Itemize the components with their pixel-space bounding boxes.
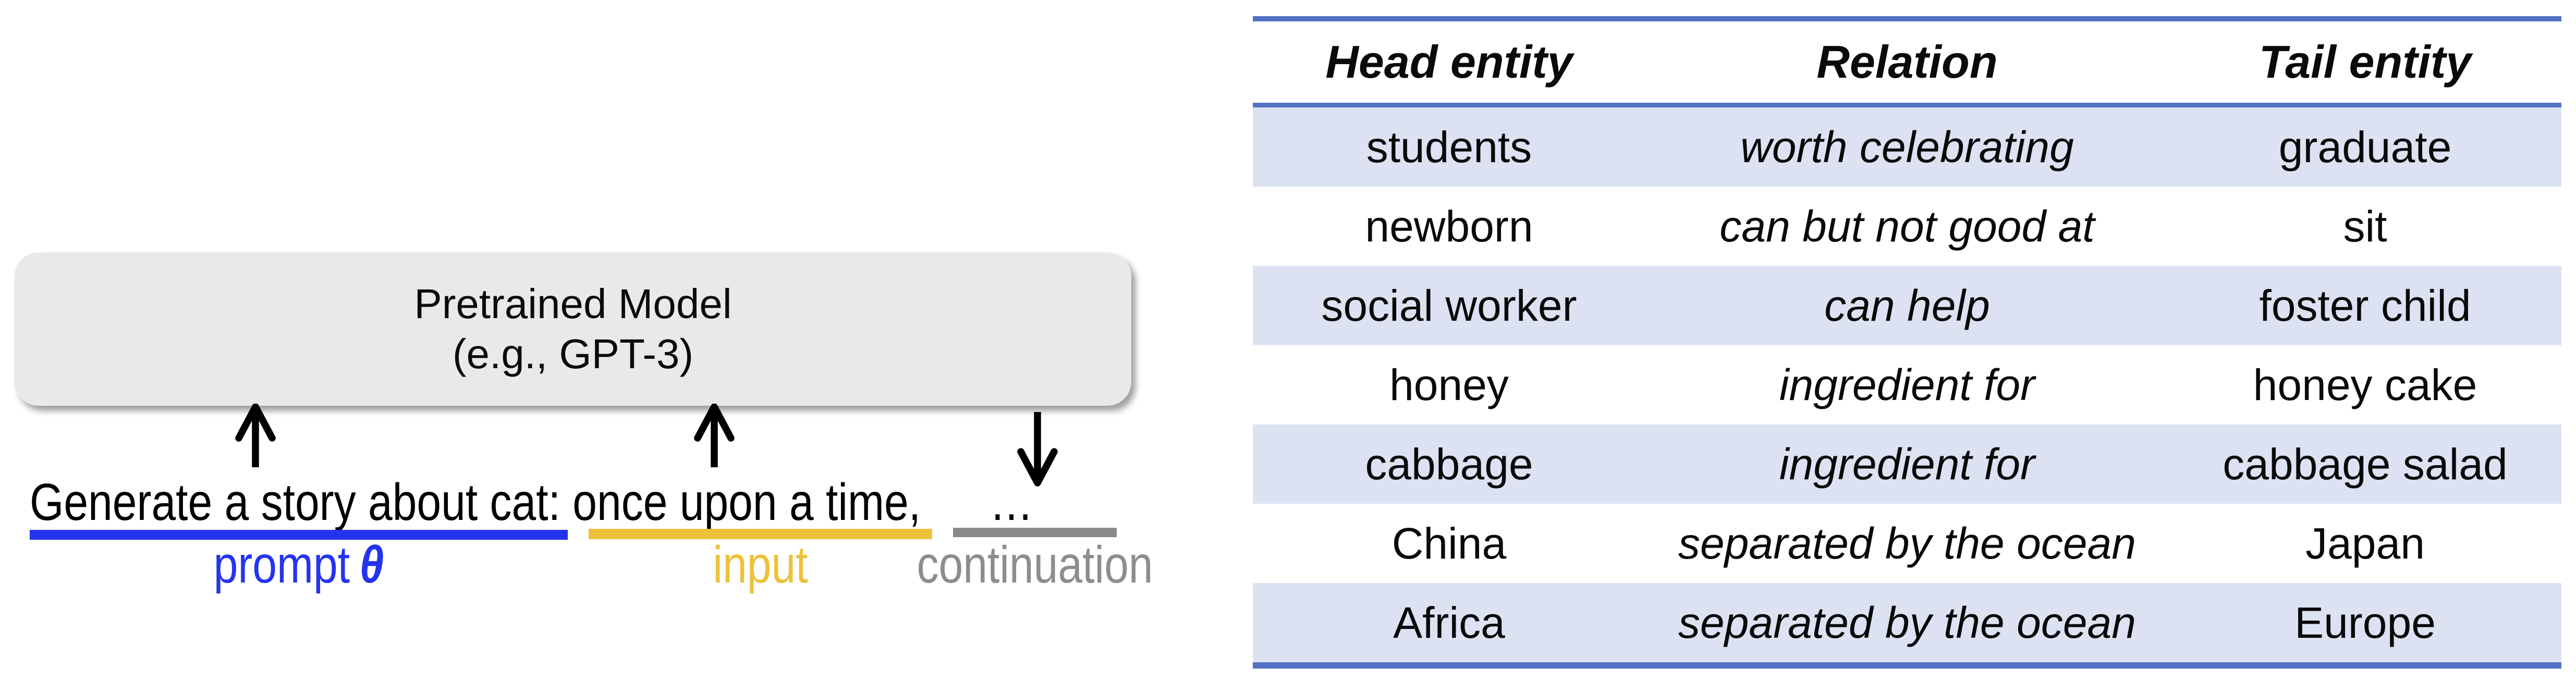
column-header-tail-entity: Tail entity (2258, 36, 2472, 88)
tail-entity-cell: sit (2343, 201, 2387, 251)
up-arrow-icon (693, 404, 735, 471)
input-underline-bar (589, 529, 932, 539)
relation-cell: ingredient for (1779, 360, 2035, 409)
up-arrow-icon (235, 404, 276, 471)
relation-cell: separated by the ocean (1678, 598, 2136, 647)
head-entity-cell: social worker (1321, 281, 1577, 330)
prompt-underline-bar (30, 530, 568, 540)
column-header-head-entity: Head entity (1325, 36, 1573, 88)
down-arrow-icon (1017, 411, 1058, 487)
table-top-border (1253, 16, 2561, 21)
table-row: newborn can but not good at sit (1253, 187, 2561, 266)
table-bottom-border (1253, 662, 2561, 669)
prompt-label-text: prompt (213, 536, 350, 594)
tail-entity-cell: honey cake (2253, 360, 2477, 409)
head-entity-cell: students (1366, 122, 1532, 172)
table-row: students worth celebrating graduate (1253, 107, 2561, 187)
continuation-label: continuation (917, 535, 1153, 595)
relation-cell: separated by the ocean (1678, 518, 2136, 568)
pretrained-model-box: Pretrained Model (e.g., GPT-3) (15, 252, 1131, 406)
triples-table: Head entity Relation Tail entity student… (1253, 16, 2561, 669)
head-entity-cell: newborn (1365, 201, 1533, 251)
input-label-text: input (713, 536, 808, 594)
table-row: cabbage ingredient for cabbage salad (1253, 425, 2561, 504)
relation-cell: can but not good at (1719, 201, 2095, 251)
model-box-line1: Pretrained Model (414, 281, 732, 327)
tail-entity-cell: foster child (2259, 281, 2471, 330)
relation-cell: worth celebrating (1740, 122, 2074, 172)
example-sentence: Generate a story about cat: once upon a … (30, 473, 921, 531)
relation-cell: ingredient for (1779, 439, 2035, 489)
continuation-label-text: continuation (917, 536, 1153, 594)
continuation-ellipsis: … (990, 473, 1033, 531)
head-entity-cell: cabbage (1365, 439, 1533, 489)
input-label: input (616, 535, 905, 595)
relation-cell: can help (1824, 281, 1990, 330)
table-row: social worker can help foster child (1253, 266, 2561, 345)
table-row: honey ingredient for honey cake (1253, 345, 2561, 425)
table-header-border (1253, 103, 2561, 107)
table-header-row: Head entity Relation Tail entity (1253, 21, 2561, 103)
tail-entity-cell: Japan (2305, 518, 2425, 568)
head-entity-cell: honey (1389, 360, 1509, 409)
tail-entity-cell: Europe (2294, 598, 2436, 647)
head-entity-cell: China (1391, 518, 1507, 568)
table-row: Africa separated by the ocean Europe (1253, 583, 2561, 662)
theta-symbol: θ (359, 536, 384, 594)
tail-entity-cell: graduate (2278, 122, 2452, 172)
column-header-relation: Relation (1816, 36, 1998, 88)
continuation-underline-bar (953, 528, 1117, 537)
table-row: China separated by the ocean Japan (1253, 504, 2561, 583)
tail-entity-cell: cabbage salad (2223, 439, 2508, 489)
head-entity-cell: Africa (1393, 598, 1505, 647)
model-box-line2: (e.g., GPT-3) (452, 331, 694, 377)
